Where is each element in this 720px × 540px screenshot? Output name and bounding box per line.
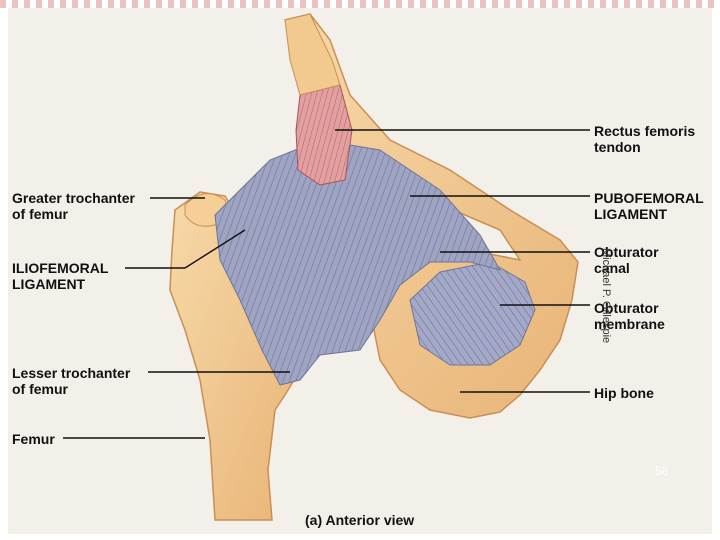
author-credit: Michael P. Gillespie — [600, 248, 612, 344]
leader-lines — [63, 129, 590, 439]
obturator-membrane — [409, 261, 536, 366]
iliofemoral-ligament — [214, 139, 502, 386]
label-obturator-canal: Obturator canal — [594, 244, 659, 276]
label-obturator-membrane: Obturator membrane — [594, 300, 665, 332]
label-femur: Femur — [12, 431, 55, 447]
label-pubofemoral-ligament: PUBOFEMORAL LIGAMENT — [594, 190, 704, 222]
slide-number: 58 — [655, 464, 669, 478]
label-iliofemoral-ligament: ILIOFEMORAL LIGAMENT — [12, 260, 109, 292]
rectus-femoris-origin — [284, 13, 341, 96]
label-greater-trochanter: Greater trochanter of femur — [12, 190, 135, 222]
label-lesser-trochanter: Lesser trochanter of femur — [12, 365, 131, 397]
label-rectus-femoris-tendon: Rectus femoris tendon — [594, 123, 696, 155]
figure-caption: (a) Anterior view — [305, 512, 415, 528]
rectus-femoris-tendon — [295, 84, 353, 186]
label-hip-bone: Hip bone — [594, 385, 654, 401]
slide-top-border — [0, 0, 720, 8]
